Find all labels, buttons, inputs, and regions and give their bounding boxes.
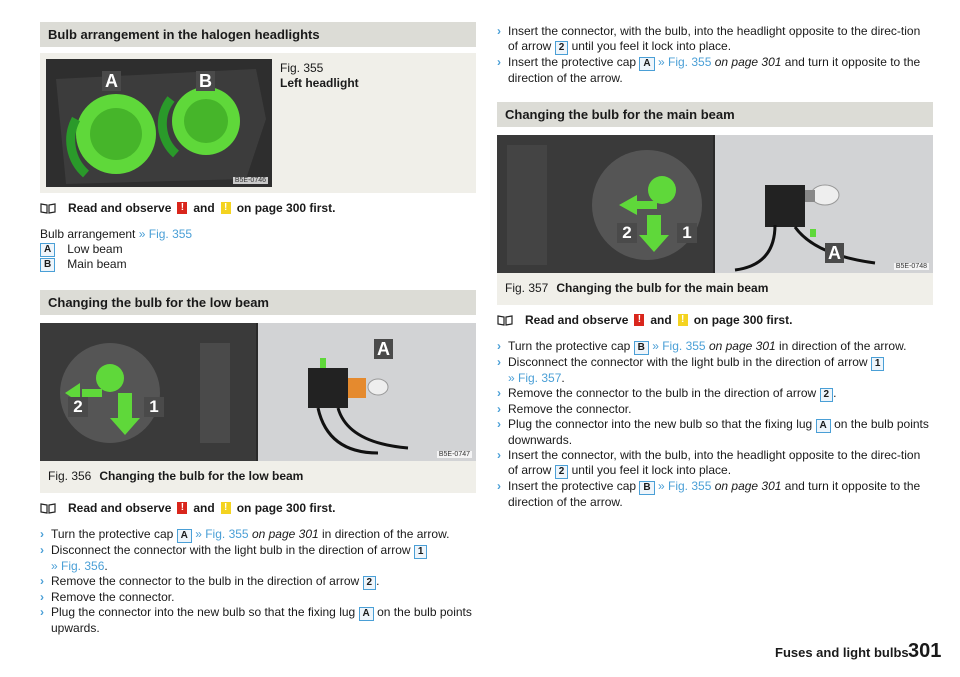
headlight-rear-photo: 2 1 [497, 135, 713, 273]
legend-main-beam: B Main beam [40, 257, 476, 272]
warning-yellow-icon: ! [220, 502, 231, 514]
step-item: ›Insert the connector, with the bulb, in… [497, 24, 921, 55]
figure-label: Fig. 355 [280, 61, 324, 75]
section-heading-low-beam: Changing the bulb for the low beam [40, 290, 476, 315]
step-item: ›Remove the connector. [497, 402, 632, 416]
figure-code: B5E-0748 [893, 263, 929, 270]
step-item: ›Turn the protective cap A » Fig. 355 on… [40, 527, 450, 543]
low-beam-photo: 2 1 A B5E-0747 [40, 323, 476, 461]
fig-link[interactable]: » Fig. 355 [138, 227, 193, 241]
arrow-number-2: 2 [617, 223, 637, 243]
section-heading-bulb-arrangement: Bulb arrangement in the halogen headligh… [40, 22, 476, 47]
step-item: ›Disconnect the connector with the light… [40, 543, 476, 574]
left-column: Bulb arrangement in the halogen headligh… [40, 22, 476, 636]
figure-title: Left headlight [280, 76, 359, 90]
read-note: Read and observe ! and ! on page 300 fir… [40, 201, 476, 215]
read-note: Read and observe ! and ! on page 300 fir… [40, 501, 476, 515]
label-a: A [374, 339, 393, 359]
step-item: ›Remove the connector to the bulb in the… [40, 574, 380, 590]
step-item: ›Remove the connector. [40, 590, 175, 604]
step-item: ›Remove the connector to the bulb in the… [497, 386, 837, 402]
bulb-photo: A B5E-0747 [258, 323, 476, 461]
label-a: A [102, 71, 121, 91]
step-item: ›Insert the protective cap A » Fig. 355 … [497, 55, 921, 85]
section-heading-main-beam: Changing the bulb for the main beam [497, 102, 933, 127]
warning-yellow-icon: ! [220, 202, 231, 214]
headlight-photo: A B B5E-0746 [46, 59, 272, 187]
step-item: ›Plug the connector into the new bulb so… [40, 605, 472, 635]
warning-red-icon: ! [177, 502, 188, 514]
main-beam-top-steps: ›Insert the connector, with the bulb, in… [497, 24, 933, 86]
bulb-illustration [715, 135, 933, 273]
book-icon [40, 502, 56, 514]
headlight-rear-illustration [40, 323, 256, 461]
bulb-illustration [258, 323, 476, 461]
figure-caption: Fig. 355 Left headlight [280, 61, 359, 91]
step-item: ›Turn the protective cap B » Fig. 355 on… [497, 339, 907, 355]
step-item: ›Disconnect the connector with the light… [497, 355, 933, 386]
book-icon [497, 314, 513, 326]
page-number: 301 [908, 640, 942, 662]
headlight-illustration [46, 59, 272, 187]
headlight-rear-illustration [497, 135, 713, 273]
warning-red-icon: ! [634, 314, 645, 326]
right-column: ›Insert the connector, with the bulb, in… [497, 24, 933, 510]
figure-355: A B B5E-0746 Fig. 355 Left headlight [40, 53, 476, 193]
low-beam-steps: ›Turn the protective cap A » Fig. 355 on… [40, 527, 476, 636]
arrow-number-2: 2 [68, 397, 88, 417]
figure-code: B5E-0747 [436, 451, 472, 458]
main-beam-photo: 2 1 A B5E-0748 [497, 135, 933, 273]
legend-low-beam: A Low beam [40, 242, 476, 257]
label-a: A [825, 243, 844, 263]
arrow-number-1: 1 [677, 223, 697, 243]
step-item: ›Insert the protective cap B » Fig. 355 … [497, 479, 921, 509]
read-note: Read and observe ! and ! on page 300 fir… [497, 313, 933, 327]
footer-section-title: Fuses and light bulbs [775, 645, 909, 660]
label-b: B [196, 71, 215, 91]
book-icon [40, 202, 56, 214]
step-item: ›Insert the connector, with the bulb, in… [497, 448, 921, 479]
headlight-rear-photo: 2 1 [40, 323, 256, 461]
figure-code: B5E-0746 [232, 177, 268, 184]
step-item: ›Plug the connector into the new bulb so… [497, 417, 929, 447]
arrangement-line: Bulb arrangement » Fig. 355 [40, 227, 193, 241]
bulb-photo: A B5E-0748 [715, 135, 933, 273]
arrow-number-1: 1 [144, 397, 164, 417]
main-beam-steps: ›Turn the protective cap B » Fig. 355 on… [497, 339, 933, 510]
warning-yellow-icon: ! [677, 314, 688, 326]
warning-red-icon: ! [177, 202, 188, 214]
